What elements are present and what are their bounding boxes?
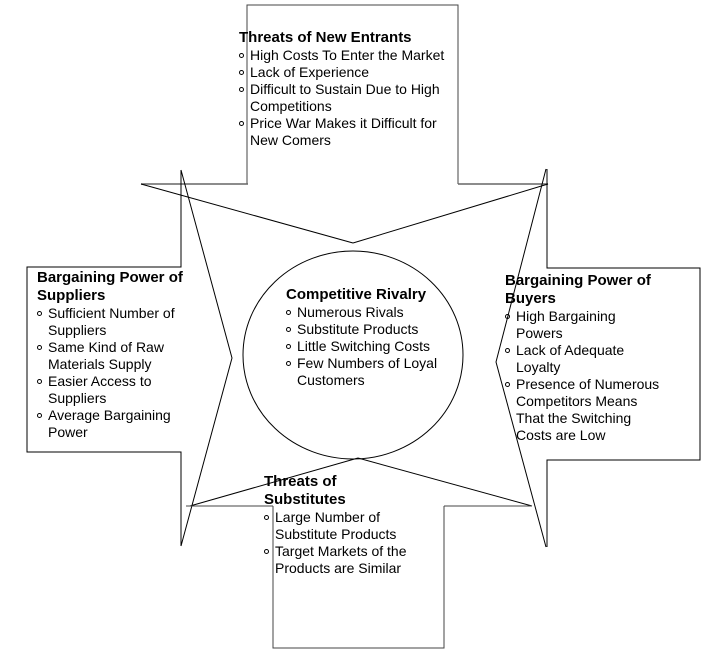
list-item: Few Numbers of Loyal Customers [286,355,446,389]
bullet-icon [239,87,244,92]
force-items: High Bargaining Powers Lack of Adequate … [505,308,665,444]
list-item: Easier Access to Suppliers [37,373,197,407]
list-item: Lack of Experience [239,64,454,81]
list-item: High Costs To Enter the Market [239,47,454,64]
star-line-bottom-left [189,457,359,507]
force-items: Sufficient Number of Suppliers Same Kind… [37,305,197,441]
left-force-box [26,170,182,546]
bullet-icon [37,413,42,418]
bullet-icon [286,344,291,349]
list-item: Price War Makes it Difficult for New Com… [239,115,454,149]
bullet-icon [286,361,291,366]
force-items: High Costs To Enter the Market Lack of E… [239,47,454,149]
force-title: Bargaining Power of Buyers [505,272,651,307]
bullet-icon [239,70,244,75]
bullet-icon [505,348,510,353]
list-item: Average Bargaining Power [37,407,197,441]
star-line-top-left [140,183,354,244]
list-item: Lack of Adequate Loyalty [505,342,665,376]
bullet-icon [286,310,291,315]
bullet-icon [239,53,244,58]
bullet-icon [264,515,269,520]
star-line-left [180,169,233,547]
bullet-icon [505,382,510,387]
list-item: Little Switching Costs [286,338,446,355]
force-threat-of-substitutes: Threats of Substitutes Large Number of S… [264,473,434,577]
list-item: Presence of Numerous Competitors Means T… [505,376,665,444]
star-line-bottom-right [357,457,533,507]
bullet-icon [239,121,244,126]
right-force-box [546,169,701,547]
force-threat-of-new-entrants: Threats of New Entrants High Costs To En… [239,29,454,149]
list-item: Large Number of Substitute Products [264,509,434,543]
force-bargaining-power-of-suppliers: Bargaining Power of Suppliers Sufficient… [37,269,197,441]
bullet-icon [37,345,42,350]
center-ellipse [242,250,464,460]
bottom-force-box [272,506,445,649]
bullet-icon [37,311,42,316]
list-item: Same Kind of Raw Materials Supply [37,339,197,373]
bullet-icon [286,327,291,332]
list-item: Target Markets of the Products are Simil… [264,543,434,577]
bullet-icon [505,314,510,319]
list-item: Difficult to Sustain Due to High Competi… [239,81,454,115]
top-force-box [246,4,459,184]
star-line-right [495,168,547,548]
force-title: Threats of New Entrants [239,29,412,46]
force-items: Numerous Rivals Substitute Products Litt… [286,304,446,389]
list-item: High Bargaining Powers [505,308,665,342]
force-title: Bargaining Power of Suppliers [37,269,183,304]
force-title: Threats of Substitutes [264,473,346,508]
force-bargaining-power-of-buyers: Bargaining Power of Buyers High Bargaini… [505,272,665,455]
list-item: Sufficient Number of Suppliers [37,305,197,339]
force-title: Competitive Rivalry [286,286,427,303]
bullet-icon [37,379,42,384]
bullet-icon [264,549,269,554]
force-items: Large Number of Substitute Products Targ… [264,509,434,577]
force-competitive-rivalry: Competitive Rivalry Numerous Rivals Subs… [286,286,446,389]
list-item: Numerous Rivals [286,304,446,321]
star-line-top-right [352,183,549,244]
list-item: Substitute Products [286,321,446,338]
